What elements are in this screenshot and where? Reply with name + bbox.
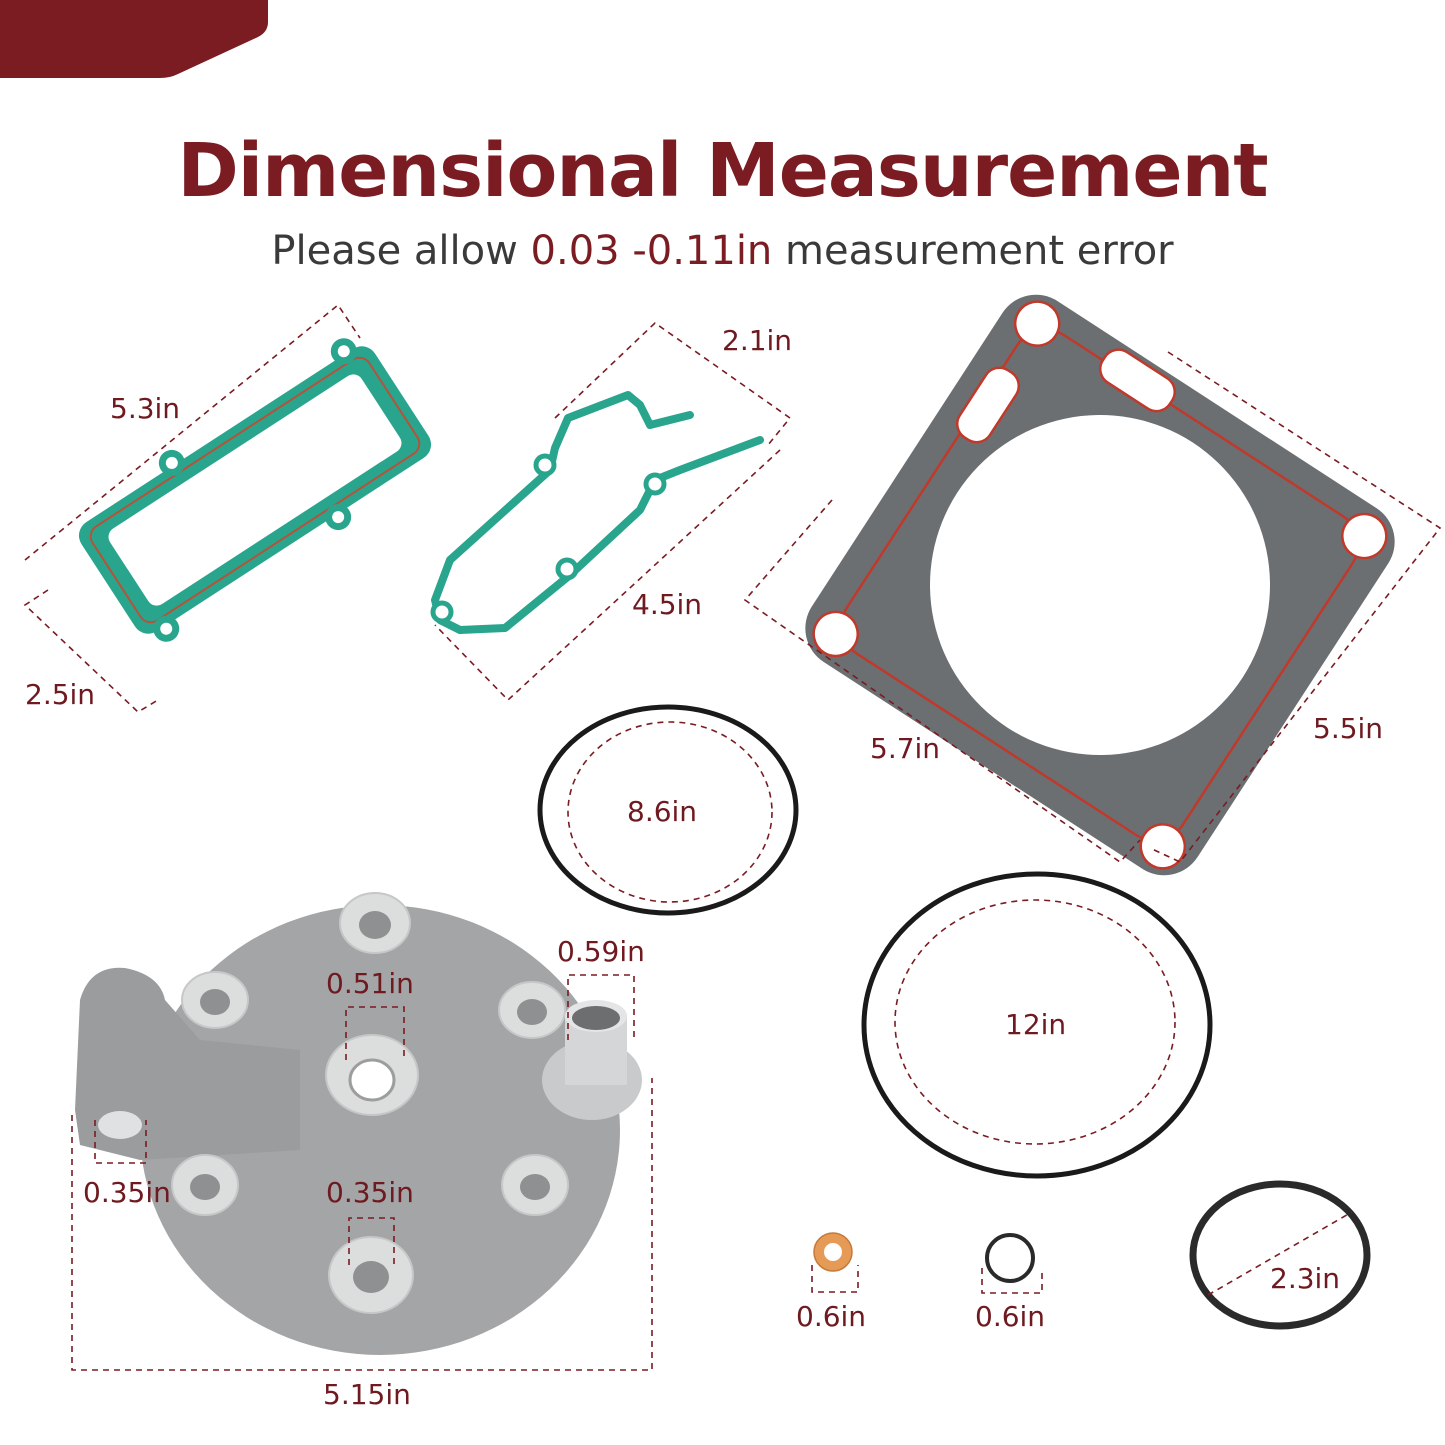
- cylinder-head: [71, 892, 653, 1371]
- tiny-oring-label: 0.6in: [975, 1300, 1046, 1333]
- rect-gasket-length-label: 5.3in: [110, 392, 181, 425]
- base-gasket: [743, 294, 1442, 876]
- square-ring: [1189, 1180, 1371, 1330]
- small-oring: [537, 704, 799, 916]
- head-bottom-hole-label: 0.35in: [326, 1176, 414, 1209]
- page-subtitle: Please allow 0.03 -0.11in measurement er…: [0, 228, 1445, 274]
- head-left-hole-label: 0.35in: [83, 1176, 171, 1209]
- base-gasket-side-a-label: 5.7in: [870, 732, 941, 765]
- corner-banner: [0, 0, 268, 78]
- head-width-label: 5.15in: [323, 1378, 411, 1411]
- tiny-oring: [981, 1233, 1043, 1294]
- subtitle-tolerance: 0.03 -0.11in: [530, 228, 773, 274]
- copper-washer-label: 0.6in: [796, 1300, 867, 1333]
- reed-gasket-width-label: 2.1in: [722, 324, 793, 357]
- rectangular-gasket: [23, 303, 432, 713]
- large-oring: [861, 871, 1213, 1179]
- square-ring-label: 2.3in: [1270, 1262, 1341, 1295]
- copper-washer: [811, 1232, 859, 1293]
- base-gasket-side-b-label: 5.5in: [1313, 712, 1384, 745]
- head-center-hole-label: 0.51in: [326, 967, 414, 1000]
- reed-gasket-length-label: 4.5in: [632, 588, 703, 621]
- head-outlet-label: 0.59in: [557, 935, 645, 968]
- subtitle-suffix: measurement error: [772, 228, 1174, 274]
- large-oring-label: 12in: [1005, 1008, 1067, 1041]
- page-title: Dimensional Measurement: [177, 128, 1268, 214]
- small-oring-label: 8.6in: [627, 795, 698, 828]
- reed-gasket: [430, 321, 792, 702]
- subtitle-prefix: Please allow: [271, 228, 531, 274]
- rect-gasket-width-label: 2.5in: [25, 678, 96, 711]
